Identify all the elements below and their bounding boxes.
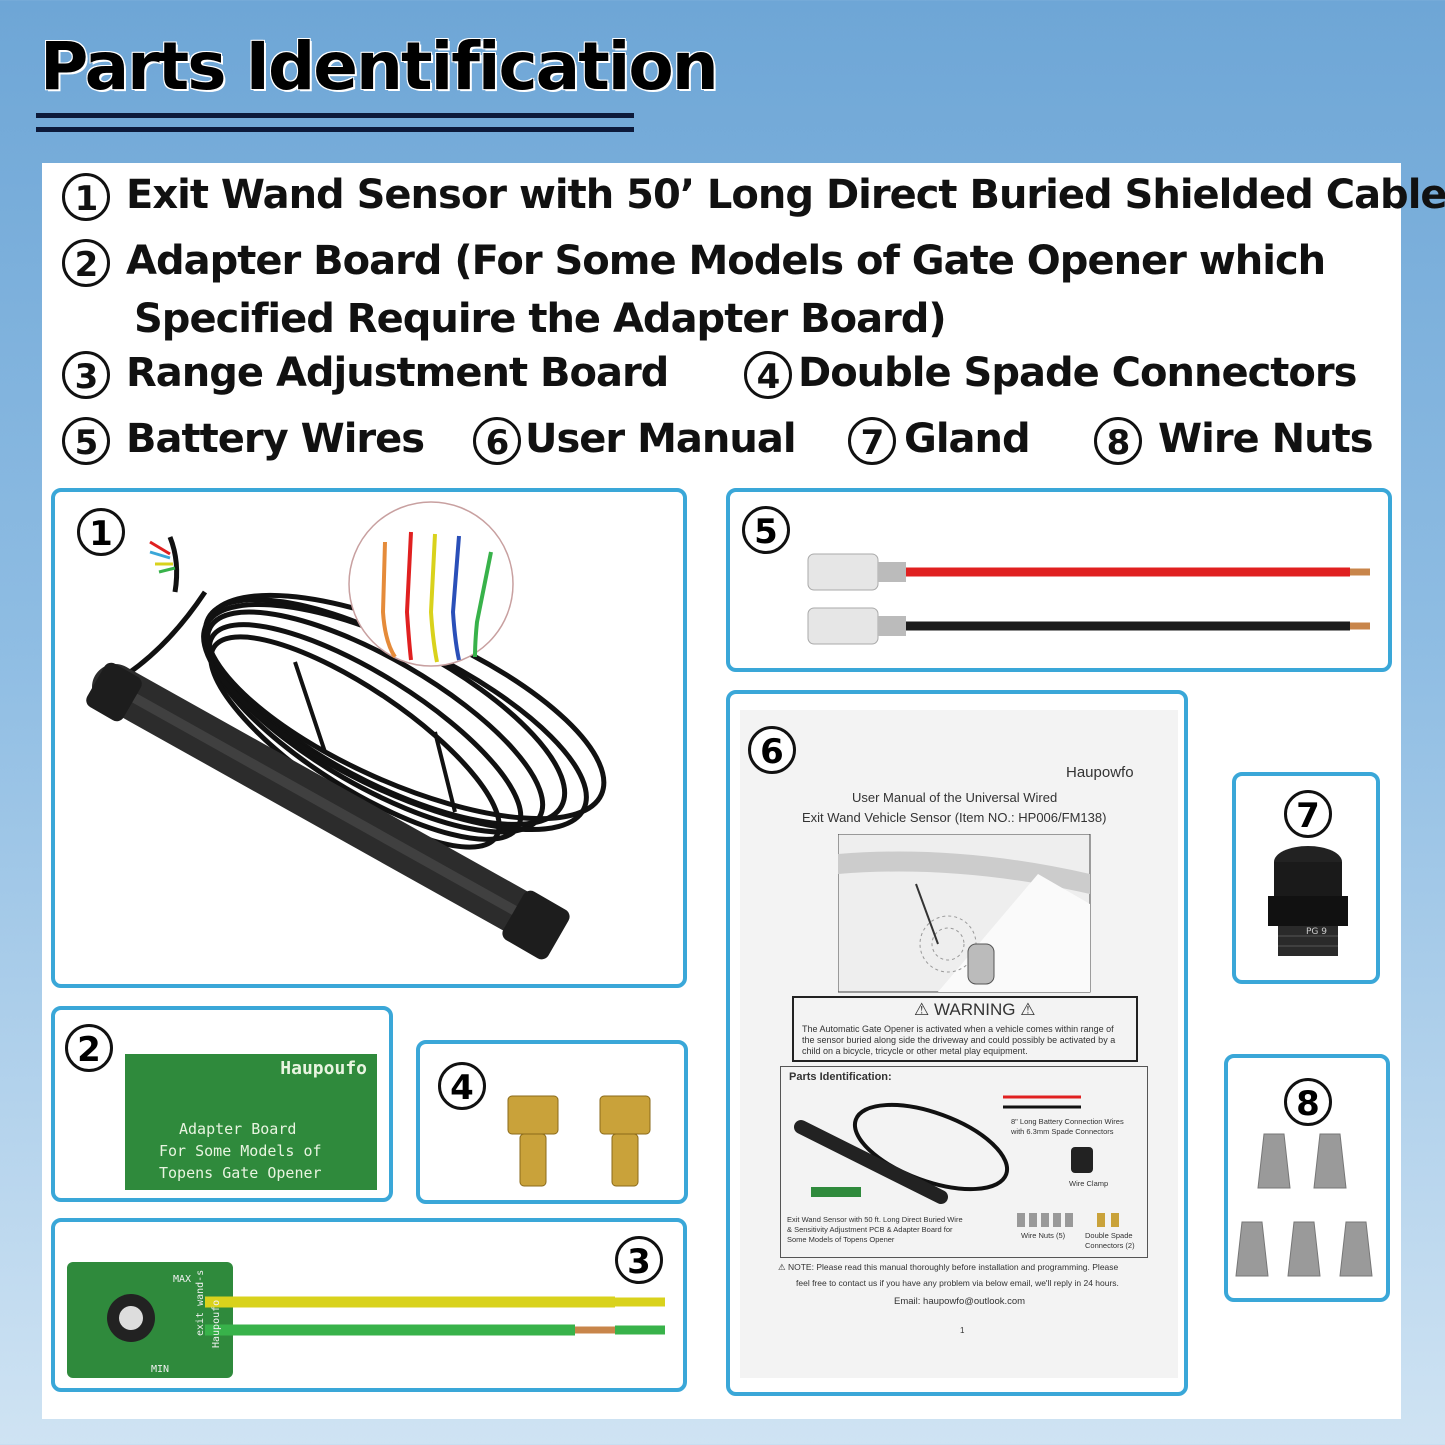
wand-tube-icon xyxy=(86,662,570,960)
range-board-line1: exit wand-s xyxy=(195,1270,206,1336)
warning-text-line2: the sensor buried along side the drivewa… xyxy=(802,1035,1116,1045)
panel-gland: 7 PG 9 xyxy=(1232,772,1380,984)
sensor-note-line1: Exit Wand Sensor with 50 ft. Long Direct… xyxy=(787,1215,963,1224)
number-badge: 1 xyxy=(62,173,110,221)
wire-detail-icon xyxy=(348,501,514,667)
gland-icon: PG 9 xyxy=(1268,846,1348,956)
legend-text: Battery Wires xyxy=(126,416,425,462)
panel-adapter-board: 2 Haupoufo Adapter Board For Some Models… xyxy=(51,1006,393,1202)
spade-note-line1: Double Spade xyxy=(1085,1231,1133,1240)
wire-nuts-icon xyxy=(1235,1133,1373,1277)
pcb-line-2: For Some Models of xyxy=(159,1142,322,1160)
red-wire-icon xyxy=(807,553,1370,591)
manual-title-line1: User Manual of the Universal Wired xyxy=(852,790,1058,805)
clamp-note: Wire Clamp xyxy=(1069,1179,1109,1188)
driveway-illustration-icon xyxy=(838,834,1091,993)
number-badge: 7 xyxy=(848,417,896,465)
number-badge: 6 xyxy=(748,726,796,774)
legend-item-1: 1 Exit Wand Sensor with 50’ Long Direct B… xyxy=(62,172,1445,221)
range-board-min: MIN xyxy=(151,1364,169,1375)
legend-text: Range Adjustment Board xyxy=(126,350,669,396)
panel-spade-connectors: 4 xyxy=(416,1040,688,1204)
parts-thumbnail-icon xyxy=(794,1095,1119,1227)
number-badge: 4 xyxy=(438,1062,486,1110)
panel-battery-wires: 5 xyxy=(726,488,1392,672)
wire-ends-icon xyxy=(149,540,176,574)
page-title: Parts Identification xyxy=(40,28,719,105)
manual-note-line1: ⚠ NOTE: Please read this manual thorough… xyxy=(778,1262,1119,1272)
sensor-note-line2: & Sensitivity Adjustment PCB & Adapter B… xyxy=(787,1225,953,1234)
legend-text: Adapter Board (For Some Models of Gate O… xyxy=(126,238,1326,284)
pcb-line-1: Adapter Board xyxy=(179,1120,297,1138)
warning-text-line1: The Automatic Gate Opener is activated w… xyxy=(802,1024,1114,1034)
legend-text: Gland xyxy=(904,416,1031,462)
sensor-note-line3: Some Models of Topens Opener xyxy=(787,1235,895,1244)
number-badge: 8 xyxy=(1094,417,1142,465)
panel-user-manual: 6 Haupowfo User Manual of the Universal … xyxy=(726,690,1188,1396)
number-badge: 3 xyxy=(62,351,110,399)
legend-item-2: 2 Adapter Board (For Some Models of Gate … xyxy=(62,238,1326,287)
legend-item-3: 3 Range Adjustment Board xyxy=(62,350,669,399)
range-board-max: MAX xyxy=(173,1274,191,1285)
number-badge: 4 xyxy=(744,351,792,399)
manual-note-line2: feel free to contact us if you have any … xyxy=(796,1278,1119,1288)
manual-page: 6 Haupowfo User Manual of the Universal … xyxy=(740,710,1178,1378)
spade-note-line2: Connectors (2) xyxy=(1085,1241,1135,1250)
parts-identification-box: Parts Identification: 8" Long Battery Co… xyxy=(780,1066,1148,1258)
manual-email: Email: haupowfo@outlook.com xyxy=(894,1296,1026,1307)
number-badge: 3 xyxy=(615,1236,663,1284)
warning-heading: ⚠ WARNING ⚠ xyxy=(914,1000,1036,1019)
legend-text: Specified Require the Adapter Board) xyxy=(134,296,947,342)
number-badge: 5 xyxy=(62,417,110,465)
sensor-illustration xyxy=(86,501,607,960)
number-badge: 8 xyxy=(1284,1078,1332,1126)
cable-ties-icon xyxy=(293,661,457,813)
panel-range-board: 3 MAX MIN exit wand-s Haupoufo xyxy=(51,1218,687,1392)
number-badge: 2 xyxy=(65,1024,113,1072)
manual-title-line2: Exit Wand Vehicle Sensor (Item NO.: HP00… xyxy=(802,810,1107,825)
manual-brand: Haupowfo xyxy=(1066,764,1134,781)
legend-text: Wire Nuts xyxy=(1158,416,1373,462)
parts-heading: Parts Identification: xyxy=(789,1071,892,1083)
title-underline-top xyxy=(36,113,634,118)
pcb-brand: Haupoufo xyxy=(280,1058,367,1079)
range-board-line2: Haupoufo xyxy=(211,1300,222,1348)
number-badge: 6 xyxy=(473,417,521,465)
black-wire-icon xyxy=(807,607,1370,645)
pcb-line-3: Topens Gate Opener xyxy=(159,1164,322,1182)
nuts-note: Wire Nuts (5) xyxy=(1021,1231,1066,1240)
battery-wires-illustration xyxy=(807,553,1370,645)
legend-text: User Manual xyxy=(525,416,797,462)
title-underline-bottom xyxy=(36,127,634,132)
manual-page-number: 1 xyxy=(960,1326,965,1335)
warning-box: ⚠ WARNING ⚠ The Automatic Gate Opener is… xyxy=(792,996,1138,1062)
legend-text: Double Spade Connectors xyxy=(798,350,1357,396)
legend-item-5: 5 Battery Wires xyxy=(62,416,425,465)
number-badge: 1 xyxy=(77,508,125,556)
battery-note-line2: with 6.3mm Spade Connectors xyxy=(1011,1127,1114,1136)
panel-exit-wand-sensor: 1 xyxy=(51,488,687,988)
number-badge: 2 xyxy=(62,239,110,287)
legend-item-8: 8 Wire Nuts xyxy=(1094,416,1373,465)
panel-wire-nuts: 8 xyxy=(1224,1054,1390,1302)
range-board-illustration: MAX MIN exit wand-s Haupoufo xyxy=(67,1262,665,1378)
gland-label: PG 9 xyxy=(1306,927,1327,937)
number-badge: 7 xyxy=(1284,790,1332,838)
legend-item-2-continued: Specified Require the Adapter Board) xyxy=(134,296,947,342)
battery-note-line1: 8" Long Battery Connection Wires xyxy=(1011,1117,1124,1126)
number-badge: 5 xyxy=(742,506,790,554)
warning-text-line3: child on a bicycle, tricycle or other me… xyxy=(802,1046,1028,1056)
adapter-pcb: Haupoufo Adapter Board For Some Models o… xyxy=(125,1054,377,1190)
legend-text: Exit Wand Sensor with 50’ Long Direct Bu… xyxy=(126,172,1445,218)
spade-connectors-icon xyxy=(507,1095,651,1187)
